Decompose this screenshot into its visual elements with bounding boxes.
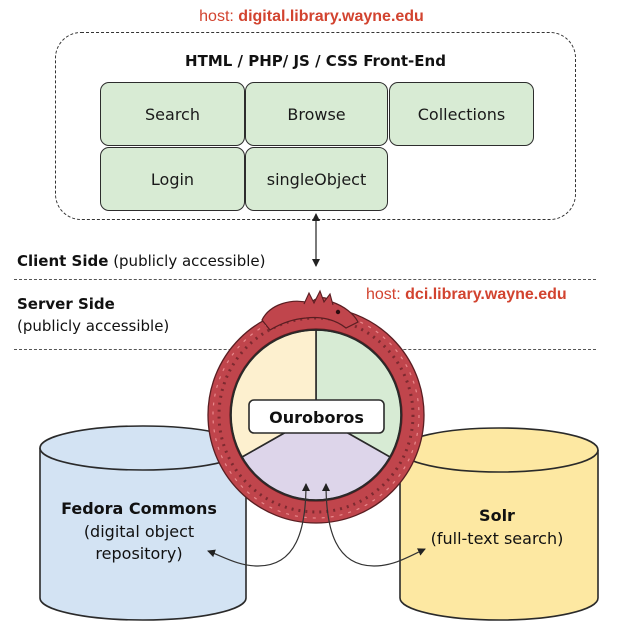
- solr-title: Solr: [479, 506, 515, 525]
- client-side-label: Client Side (publicly accessible): [17, 250, 265, 272]
- login-button[interactable]: Login: [100, 147, 245, 211]
- solr-line1: (full-text search): [431, 529, 564, 548]
- client-side-title: Client Side: [17, 252, 109, 270]
- server-side-title: Server Side: [17, 295, 115, 313]
- fedora-connector: [207, 483, 310, 567]
- fedora-line1: (digital object: [84, 522, 194, 541]
- frontend-title: HTML / PHP/ JS / CSS Front-End: [185, 52, 446, 70]
- single-object-button[interactable]: singleObject: [245, 147, 388, 211]
- collections-button[interactable]: Collections: [389, 82, 534, 146]
- search-button[interactable]: Search: [100, 82, 245, 146]
- client-host-label: host: digital.library.wayne.edu: [0, 8, 623, 26]
- browse-button[interactable]: Browse: [245, 82, 388, 146]
- client-host-prefix: host:: [199, 8, 239, 25]
- ouroboros-label: Ouroboros: [269, 408, 364, 427]
- server-host-prefix: host:: [366, 286, 406, 303]
- client-server-divider: [14, 279, 596, 280]
- ouroboros-label-box: [248, 399, 385, 434]
- client-side-note: (publicly accessible): [113, 252, 266, 270]
- server-side-label: Server Side (publicly accessible): [17, 293, 169, 337]
- client-host-domain: digital.library.wayne.edu: [238, 8, 424, 25]
- server-side-note: (publicly accessible): [17, 317, 170, 335]
- ouroboros-serpent: [207, 289, 425, 524]
- solr-connector: [322, 483, 426, 567]
- fedora-title: Fedora Commons: [61, 499, 217, 518]
- server-host-label: host: dci.library.wayne.edu: [366, 286, 567, 304]
- solr-cylinder: [399, 427, 599, 621]
- fedora-line2: repository): [95, 544, 182, 563]
- fedora-cylinder: [39, 425, 247, 621]
- server-host-domain: dci.library.wayne.edu: [405, 286, 567, 303]
